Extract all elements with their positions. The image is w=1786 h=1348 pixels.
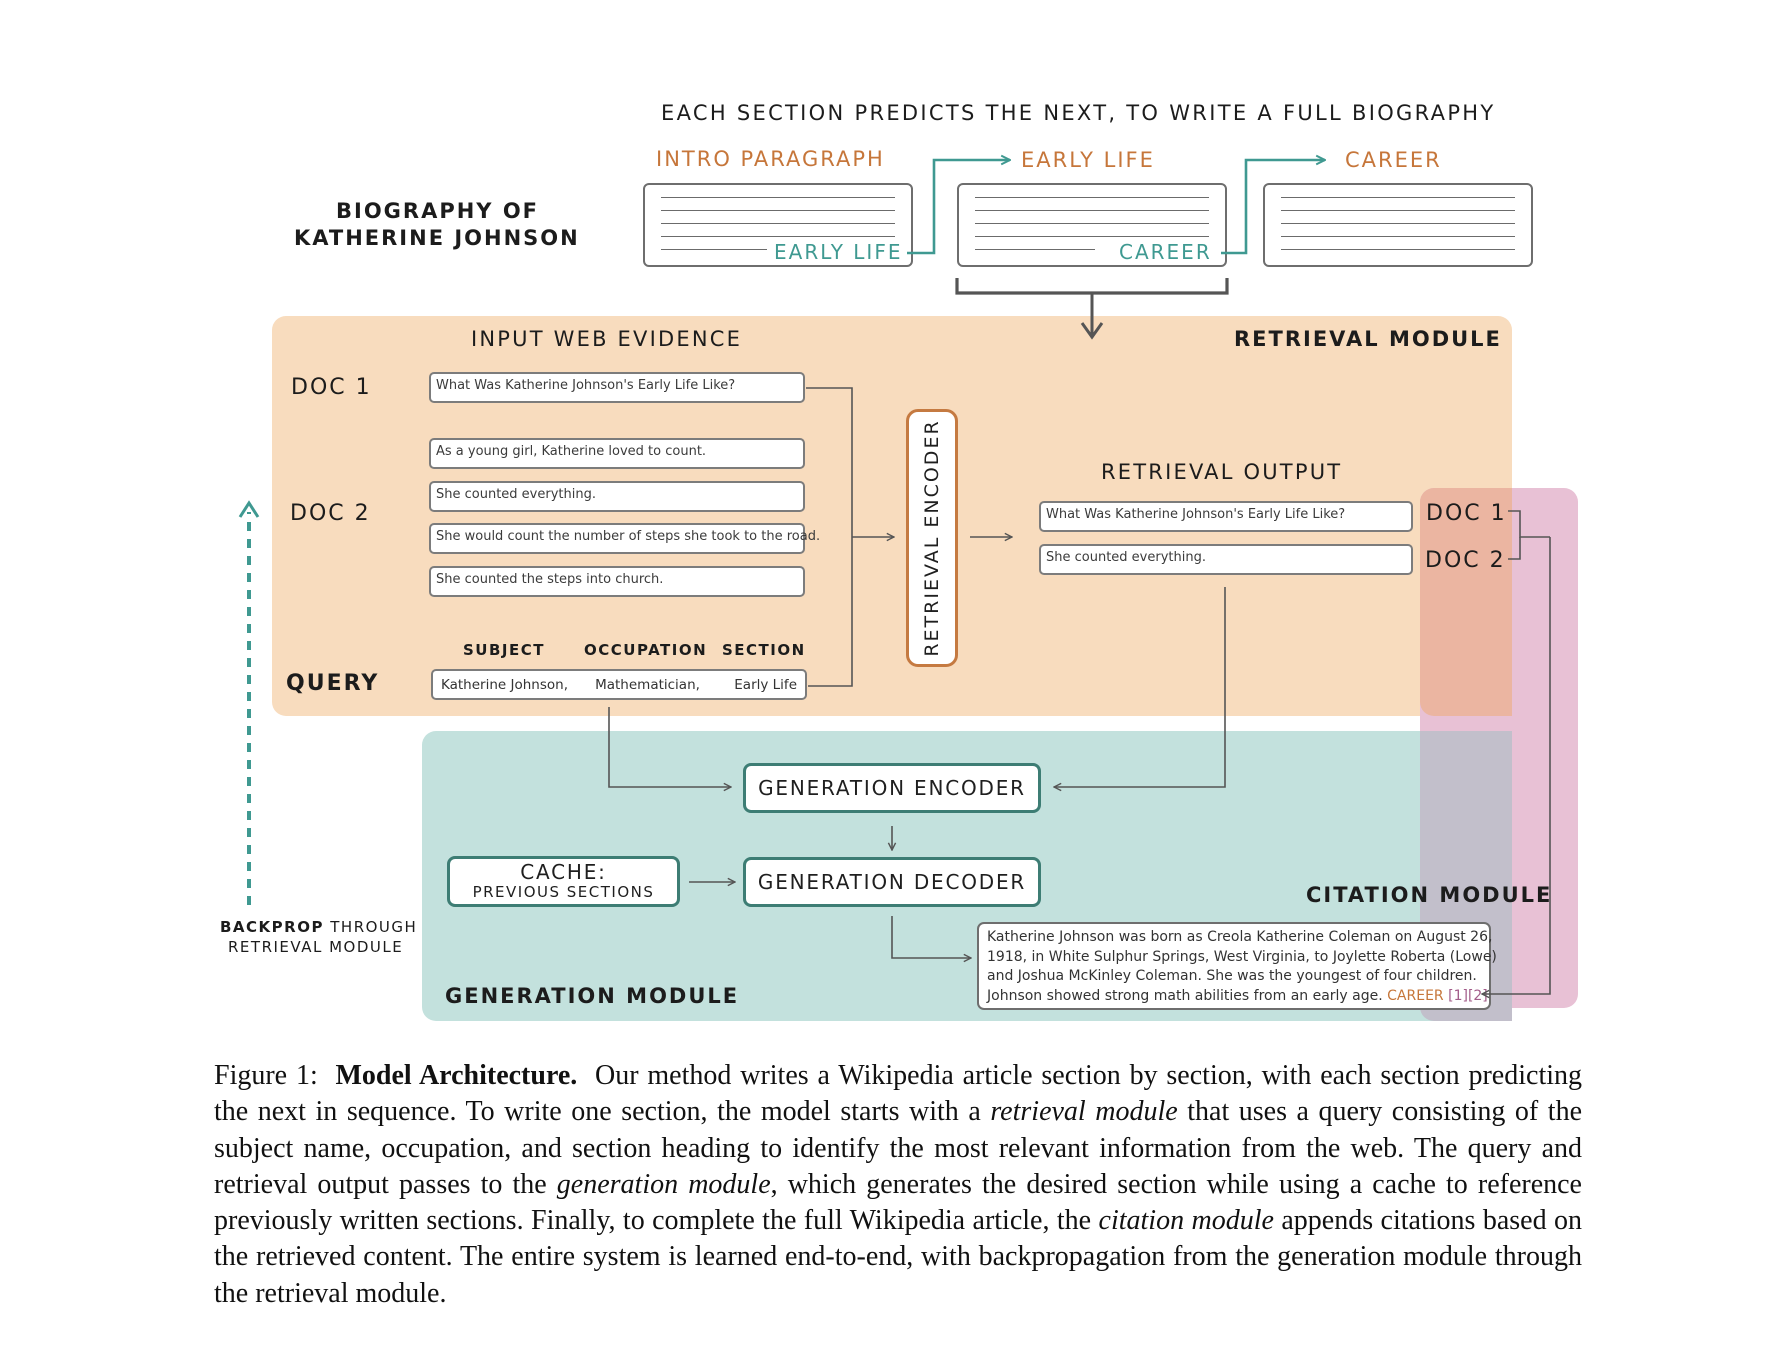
bio-title-line2: KATHERINE JOHNSON — [294, 226, 580, 250]
generated-line-2: 1918, in White Sulphur Springs, West Vir… — [987, 948, 1497, 965]
generated-section-output: Katherine Johnson was born as Creola Kat… — [977, 922, 1497, 1010]
generated-line-3: and Joshua McKinley Coleman. She was the… — [987, 968, 1477, 984]
query-section-value: Early Life — [734, 676, 797, 693]
doc2-evidence-line-2: She counted everything. — [429, 481, 805, 512]
cache-title: CACHE: — [520, 860, 607, 885]
backprop-through: THROUGH — [330, 918, 418, 936]
backprop-label-line2: RETRIEVAL MODULE — [228, 938, 404, 956]
caption-italic-generation-module: generation module — [556, 1168, 771, 1200]
backprop-bold: BACKPROP — [220, 918, 324, 936]
backprop-arrow-head — [238, 500, 260, 518]
figure-caption: Figure 1: Model Architecture. Our method… — [214, 1058, 1582, 1312]
query-header-subject: SUBJECT — [463, 641, 545, 659]
citation-section-tag: CAREER — [1387, 987, 1444, 1004]
section-box-early-life: CAREER — [957, 183, 1227, 267]
query-subject-value: Katherine Johnson, — [441, 676, 568, 693]
query-occupation-value: Mathematician, — [595, 676, 700, 693]
caption-italic-retrieval-module: retrieval module — [990, 1096, 1178, 1128]
citation-module-title: CITATION MODULE — [1306, 883, 1553, 907]
generated-line-4: Johnson showed strong math abilities fro… — [987, 987, 1488, 1007]
retrieval-module-title: RETRIEVAL MODULE — [1234, 327, 1502, 351]
retrieval-output-line-1: What Was Katherine Johnson's Early Life … — [1039, 501, 1413, 532]
caption-text-1: Our method writes a Wikipedia article se… — [214, 1060, 1583, 1128]
section-label-early-life: EARLY LIFE — [1021, 148, 1155, 172]
caption-text-3: , which generates the desired section wh… — [214, 1168, 1582, 1237]
doc2-label: DOC 2 — [290, 501, 371, 526]
query-header-section: SECTION — [722, 641, 806, 659]
backprop-label-line1: BACKPROP THROUGH — [220, 918, 417, 936]
bio-title-line1: BIOGRAPHY OF — [336, 199, 540, 223]
query-header-occupation: OCCUPATION — [584, 641, 708, 659]
caption-label: Figure 1: — [214, 1060, 318, 1091]
section-box-intro: EARLY LIFE — [643, 183, 913, 267]
query-label: QUERY — [286, 671, 380, 696]
top-heading: EACH SECTION PREDICTS THE NEXT, TO WRITE… — [661, 101, 1496, 125]
doc2-evidence-line-1: As a young girl, Katherine loved to coun… — [429, 438, 805, 469]
doc1-evidence-line: What Was Katherine Johnson's Early Life … — [429, 372, 805, 403]
generation-module-title: GENERATION MODULE — [445, 984, 740, 1008]
doc1-label: DOC 1 — [291, 375, 372, 400]
next-section-label-career: CAREER — [1119, 240, 1212, 264]
generated-line-1: Katherine Johnson was born as Creola Kat… — [987, 929, 1493, 945]
query-box: Katherine Johnson, Mathematician, Early … — [431, 669, 807, 700]
section-bracket — [955, 278, 1229, 295]
caption-text-2: that uses a query consisting of the subj… — [214, 1096, 1582, 1200]
generation-decoder: GENERATION DECODER — [743, 857, 1041, 907]
next-section-label-early-life: EARLY LIFE — [774, 240, 903, 264]
input-web-evidence-heading: INPUT WEB EVIDENCE — [471, 327, 743, 351]
output-doc1-label: DOC 1 — [1426, 501, 1507, 526]
output-doc2-label: DOC 2 — [1425, 548, 1506, 573]
cache-subtitle: PREVIOUS SECTIONS — [472, 883, 655, 902]
caption-title: Model Architecture. — [335, 1060, 578, 1091]
generation-encoder: GENERATION ENCODER — [743, 763, 1041, 813]
retrieval-output-heading: RETRIEVAL OUTPUT — [1101, 460, 1343, 484]
citation-refs: [1][2] — [1448, 987, 1488, 1004]
retrieval-encoder-label: RETRIEVAL ENCODER — [921, 419, 943, 657]
section-box-career — [1263, 183, 1533, 267]
generated-line-4-text: Johnson showed strong math abilities fro… — [987, 987, 1383, 1004]
cache-previous-sections: CACHE: PREVIOUS SECTIONS — [447, 856, 680, 907]
retrieval-encoder: RETRIEVAL ENCODER — [906, 409, 958, 667]
doc2-evidence-line-3: She would count the number of steps she … — [429, 523, 820, 554]
caption-italic-citation-module: citation module — [1098, 1205, 1274, 1237]
doc2-evidence-line-4: She counted the steps into church. — [429, 566, 805, 597]
section-label-career: CAREER — [1345, 148, 1442, 172]
retrieval-output-line-2: She counted everything. — [1039, 544, 1413, 575]
caption-text-4: appends citations based on the retrieved… — [214, 1205, 1582, 1309]
section-label-intro: INTRO PARAGRAPH — [656, 147, 885, 171]
